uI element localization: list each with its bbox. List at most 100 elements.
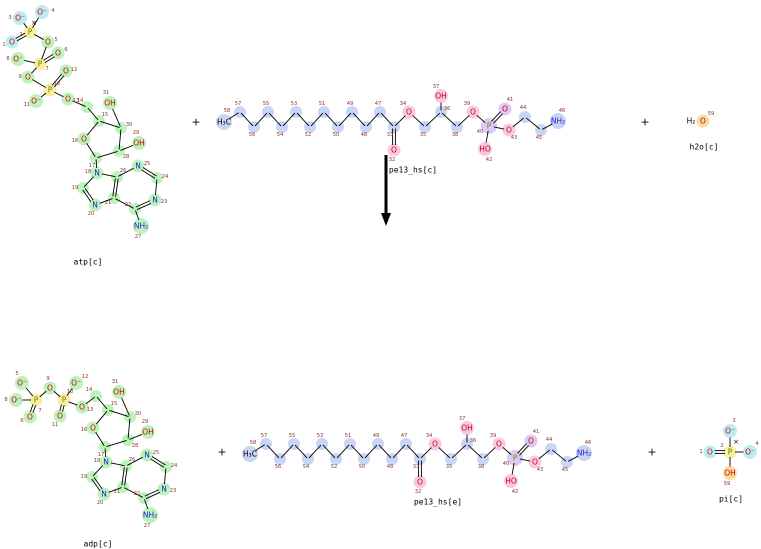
bond: [72, 100, 86, 107]
bond: [502, 446, 512, 456]
bond: [118, 167, 134, 177]
bond: [24, 60, 36, 64]
bond: [394, 115, 406, 127]
bond: [86, 121, 99, 136]
atom-number: 18: [85, 169, 92, 175]
bond: [155, 179, 158, 196]
atom-label: O⁻: [17, 379, 27, 388]
atom-highlight: [90, 166, 104, 180]
atom-label: O: [9, 38, 15, 47]
atom-highlight: [86, 421, 100, 435]
atom-highlight: [11, 52, 25, 66]
atom-label: O: [502, 105, 508, 114]
bond: [366, 112, 380, 127]
bond: [95, 410, 108, 425]
atom-highlight: [15, 376, 29, 390]
atom-highlight: [434, 89, 448, 103]
atom-number: 27: [144, 523, 151, 529]
bond: [23, 23, 28, 29]
atom-number: 41: [533, 429, 540, 435]
atom-number: 56: [249, 132, 256, 138]
atom-number: 31: [103, 90, 110, 96]
atom-label: O: [496, 440, 502, 449]
bond: [525, 117, 541, 130]
atom-highlight: [90, 152, 102, 164]
atom-label: NH₂: [143, 511, 157, 520]
bond: [84, 188, 94, 201]
atom-number: 18: [94, 458, 101, 464]
atom-number: 7: [45, 66, 48, 72]
atom-highlight: [99, 441, 111, 453]
bond: [568, 455, 579, 462]
bond: [145, 491, 161, 500]
atom-number: 17: [89, 163, 96, 169]
bond: [85, 396, 96, 405]
atom-number: 19: [81, 474, 88, 480]
atom-highlight: [77, 132, 91, 146]
bond: [87, 107, 99, 121]
bond: [392, 444, 406, 459]
atom-label: O: [391, 146, 397, 155]
atom-number: 57: [235, 101, 242, 107]
atom-number: 47: [375, 101, 382, 107]
atom-highlight: [696, 114, 710, 128]
atom-label: N: [92, 201, 98, 210]
atom-label: P: [38, 60, 43, 69]
atom-highlight: [33, 57, 47, 71]
atom-number: 24: [171, 463, 178, 469]
atom-highlight: [97, 487, 111, 501]
atom-number: 6: [64, 47, 67, 53]
plus-sign: +: [191, 116, 200, 129]
atom-label: O: [528, 437, 534, 446]
atom-number: 40: [503, 461, 510, 467]
bond: [53, 390, 61, 398]
atom-number: 2: [720, 443, 723, 449]
atom-label: H₃C: [217, 118, 231, 127]
bond: [93, 477, 103, 490]
atom-number: 51: [319, 101, 326, 107]
atom-label: OH: [113, 388, 125, 397]
bond: [350, 444, 364, 459]
atom-label: N: [144, 451, 150, 460]
atom-number: 5: [54, 37, 57, 43]
atom-label: P: [62, 396, 67, 405]
atom-highlight: [57, 393, 71, 407]
atom-number: 11: [24, 102, 31, 108]
atom-number: 21: [105, 200, 112, 206]
atom-number: 22: [134, 491, 141, 497]
bond: [68, 401, 78, 406]
atom-highlight: [478, 142, 492, 156]
bond: [493, 126, 505, 130]
molecule-pe13_hs_c: H₃C58575655545352515049484733O32O343536O…: [216, 84, 566, 175]
atom-label: P: [34, 396, 39, 405]
atom-highlight: [59, 64, 73, 78]
atom-highlight: [528, 455, 542, 469]
atom-highlight: [524, 434, 538, 448]
bond: [519, 445, 529, 456]
atom-label: O⁻: [31, 97, 41, 106]
atom-label: H₃C: [243, 450, 257, 459]
atom-highlight: [51, 46, 65, 60]
atom-highlight: [13, 11, 27, 25]
atom-label: O: [81, 135, 87, 144]
atom-number: 41: [507, 97, 514, 103]
atom-number: 50: [359, 464, 366, 470]
bond: [308, 444, 322, 459]
atom-number: 47: [401, 433, 408, 439]
bond: [151, 456, 166, 466]
bond: [32, 17, 40, 28]
atom-number: 36: [470, 438, 477, 444]
atom-highlight: [576, 445, 592, 461]
atom-number: 10: [54, 81, 61, 87]
atom-label: P: [728, 448, 733, 457]
bond: [51, 73, 63, 86]
bond: [512, 117, 525, 128]
atom-number: 27: [135, 234, 142, 240]
bond: [338, 112, 352, 127]
bond: [255, 444, 265, 451]
bond: [99, 198, 113, 204]
atom-number: 58: [250, 440, 257, 446]
atom-highlight: [242, 446, 258, 462]
atom-number: 26: [120, 168, 127, 174]
